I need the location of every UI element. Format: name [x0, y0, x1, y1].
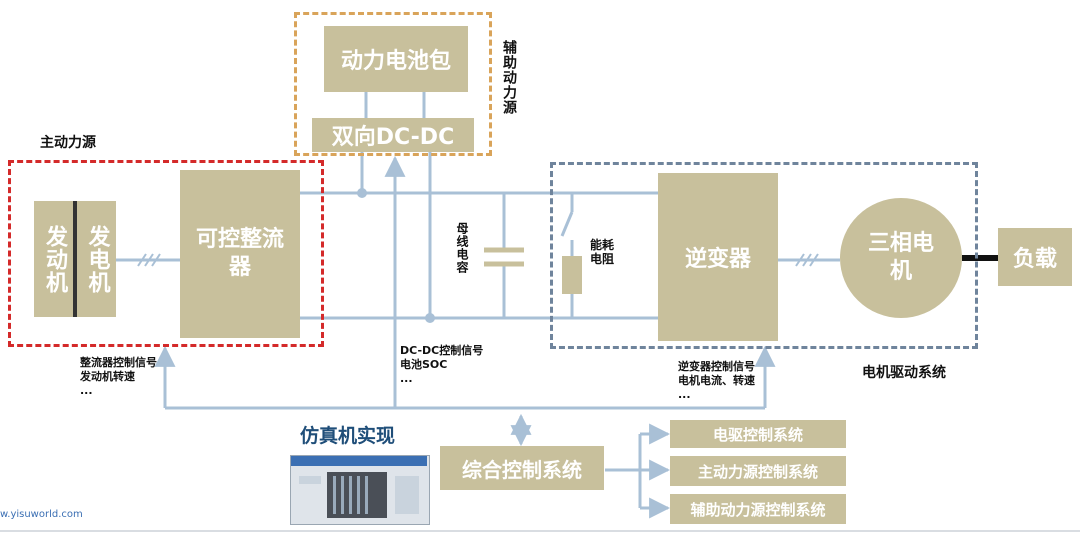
junction-dot-top [357, 188, 367, 198]
engine-block: 发动机 [34, 201, 74, 317]
engine-label: 发动机 [42, 224, 67, 294]
resistor-switch [560, 211, 574, 237]
main-power-source-title: 主动力源 [40, 135, 96, 151]
aux-power-source-title: 辅助动力源 [501, 40, 517, 115]
generator-block: 发电机 [77, 201, 116, 317]
battery-pack-block: 动力电池包 [324, 26, 468, 92]
aux-power-control-block: 辅助动力源控制系统 [670, 494, 846, 524]
inverter-signal-item: 电机电流、转速 [678, 374, 755, 387]
dcdc-block: 双向DC-DC [312, 118, 474, 152]
load-block: 负载 [998, 228, 1072, 286]
phase-mark [144, 253, 154, 267]
bottom-rule [0, 530, 1080, 532]
motor-block: 三相电机 [840, 198, 962, 318]
watermark: w.yisuworld.com [0, 509, 83, 520]
dcdc-signal-item: 电池SOC [400, 358, 448, 371]
motor-drive-system-title: 电机驱动系统 [862, 365, 946, 381]
braking-resistor-label: 能耗电阻 [590, 238, 620, 266]
phase-mark [137, 253, 147, 267]
load-label: 负载 [1012, 247, 1057, 272]
phase-mark [795, 253, 805, 267]
dcdc-signal-list: DC-DC控制信号 电池SOC ... [400, 344, 483, 386]
rectifier-signal-item: 整流器控制信号 [80, 356, 157, 369]
phase-mark [151, 253, 161, 267]
inverter-block: 逆变器 [658, 173, 778, 341]
engine-generator-shaft [73, 201, 78, 317]
dcdc-signal-item: ... [400, 372, 413, 385]
inverter-label: 逆变器 [684, 247, 751, 272]
main-power-control-label: 主动力源控制系统 [697, 462, 818, 481]
phase-mark [802, 253, 812, 267]
integrated-control-label: 综合控制系统 [462, 457, 582, 482]
motor-drive-control-block: 电驱控制系统 [670, 420, 846, 448]
motor-drive-system-frame [550, 162, 978, 349]
main-power-source-frame [8, 160, 324, 347]
motor-label: 三相电机 [867, 231, 934, 284]
integrated-control-block: 综合控制系统 [440, 446, 604, 490]
main-power-control-block: 主动力源控制系统 [670, 456, 846, 486]
rectifier-signal-item: 发动机转速 [80, 370, 135, 383]
dcdc-label: 双向DC-DC [331, 125, 455, 150]
rectifier-label: 可控整流器 [195, 227, 284, 280]
inverter-signal-list: 逆变器控制信号 电机电流、转速 ... [678, 360, 755, 402]
bus-capacitor-label: 母线电容 [455, 222, 469, 274]
battery-pack-label: 动力电池包 [340, 49, 451, 74]
dcdc-signal-item: DC-DC控制信号 [400, 344, 484, 357]
inverter-signal-item: ... [678, 388, 691, 401]
motor-drive-control-label: 电驱控制系统 [712, 425, 803, 444]
inverter-signal-item: 逆变器控制信号 [678, 360, 755, 373]
rectifier-block: 可控整流器 [180, 170, 300, 338]
braking-resistor-text: 能耗电阻 [590, 238, 615, 266]
rectifier-signal-item: ... [80, 384, 93, 397]
junction-dot-bottom [425, 313, 435, 323]
aux-power-control-label: 辅助动力源控制系统 [690, 500, 826, 519]
aux-power-source-frame [294, 12, 492, 156]
simulator-title: 仿真机实现 [300, 425, 396, 447]
rectifier-signal-list: 整流器控制信号 发动机转速 ... [80, 356, 157, 398]
generator-label: 发电机 [84, 224, 110, 294]
phase-mark [809, 253, 819, 267]
simulator-hardware-image [290, 455, 430, 525]
braking-resistor-body [562, 256, 582, 294]
